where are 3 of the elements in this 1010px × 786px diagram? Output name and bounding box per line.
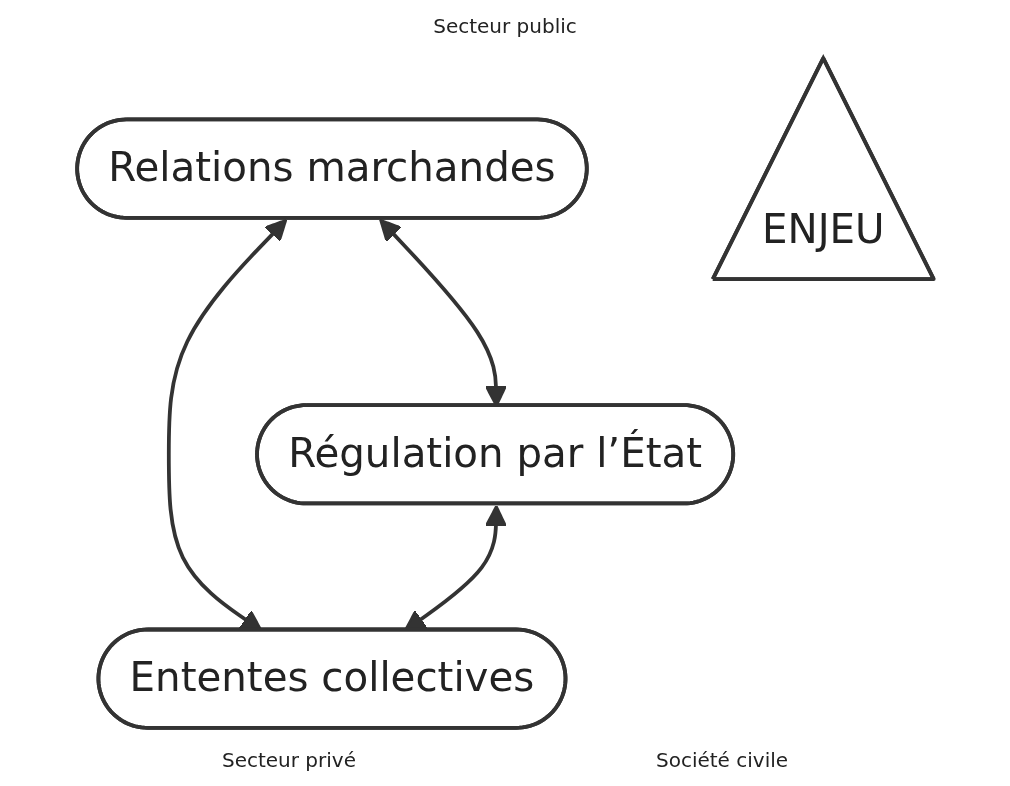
sector-label: Société civile bbox=[655, 748, 789, 772]
sector-label: Secteur public bbox=[433, 14, 577, 38]
sector-label: Secteur privé bbox=[221, 748, 356, 772]
